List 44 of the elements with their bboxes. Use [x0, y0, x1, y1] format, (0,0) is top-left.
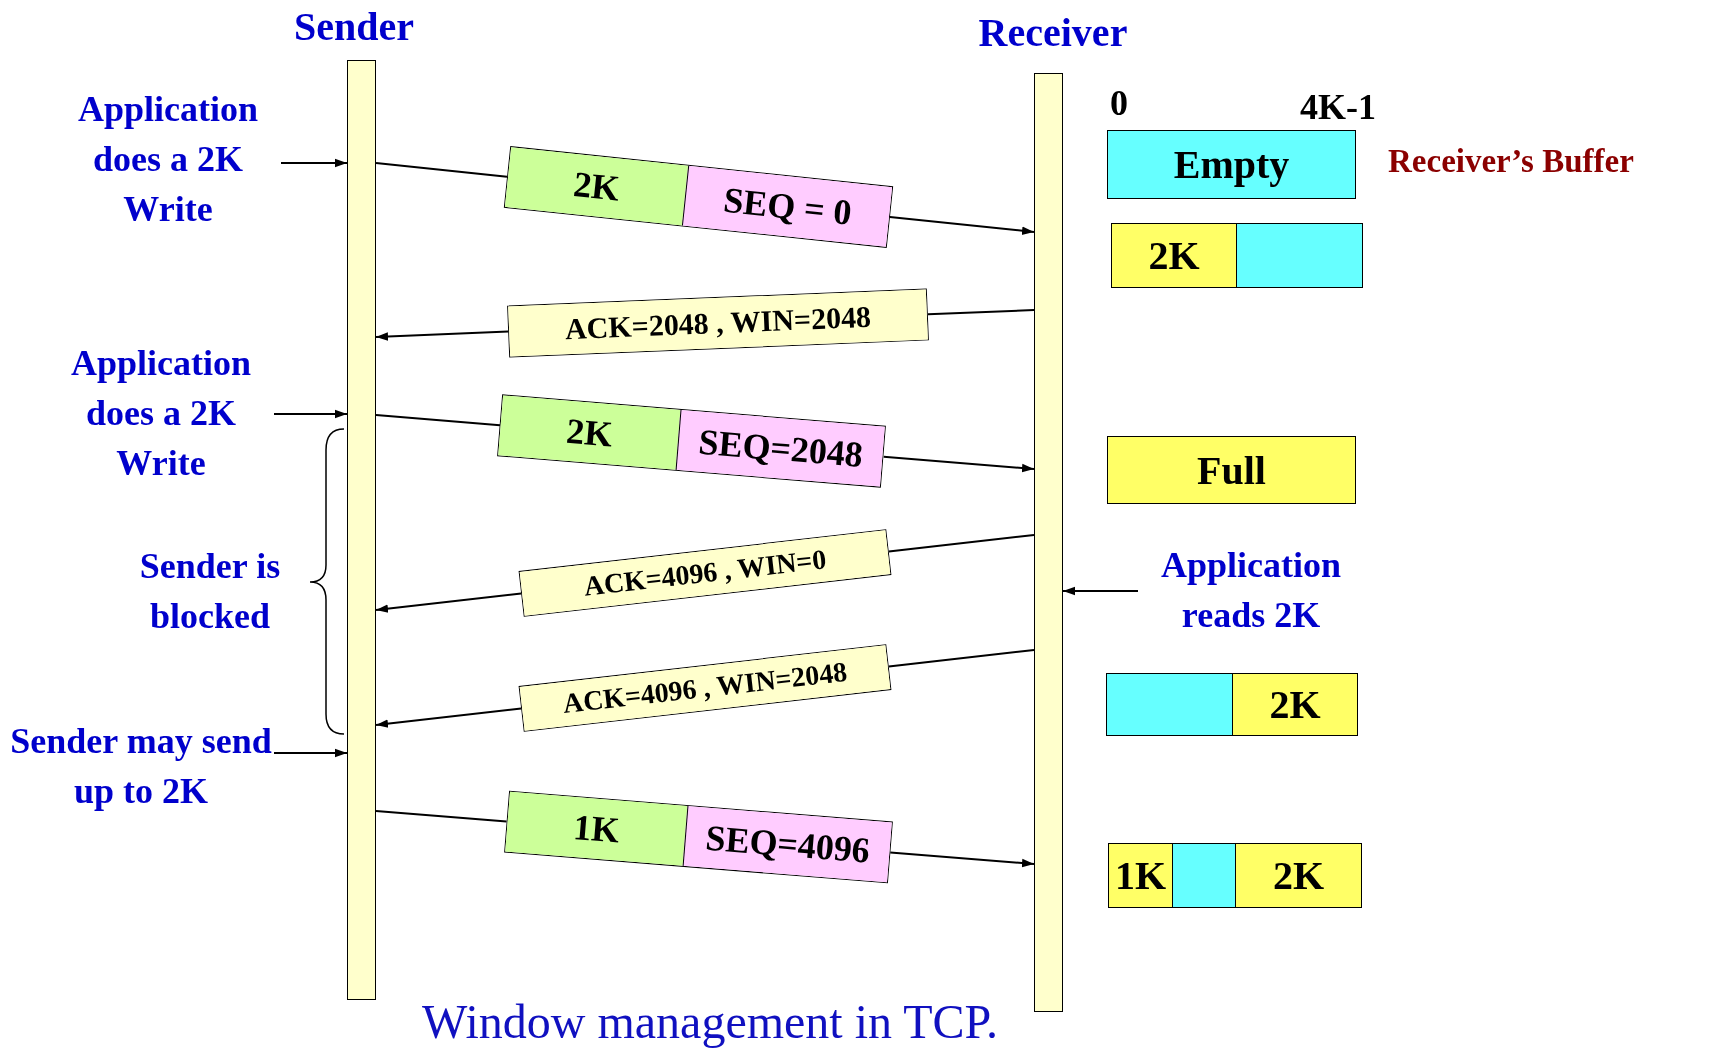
- arrow: [1062, 586, 1139, 596]
- message-line: [887, 649, 1035, 668]
- buffer-segment: 2K: [1111, 223, 1237, 288]
- buffer-offset: 4K-1: [1300, 86, 1376, 128]
- arrow: [375, 330, 510, 341]
- segment-box: [503, 145, 894, 248]
- arrow: [273, 748, 348, 758]
- message-line: [375, 414, 501, 427]
- buffer-segment: 1K: [1108, 843, 1173, 908]
- message-line: [887, 534, 1035, 553]
- arrow: [882, 455, 1035, 473]
- segment-box: [497, 394, 887, 488]
- arrow: [375, 592, 523, 613]
- segment-header: ACK=4096 , WIN=2048: [519, 644, 891, 731]
- annotation-text: Application does a 2K Write: [50, 338, 272, 488]
- message-line: [927, 309, 1035, 316]
- segment-box: [504, 790, 893, 884]
- segment-header: SEQ=2048: [676, 409, 886, 487]
- arrow: [375, 707, 523, 728]
- segment-header: ACK=4096 , WIN=0: [519, 529, 891, 616]
- annotation-text: Sender is blocked: [138, 545, 282, 638]
- data-size: 2K: [498, 395, 681, 470]
- segment-header: SEQ=4096: [682, 806, 892, 883]
- buffer-segment: Full: [1107, 436, 1356, 504]
- empty-buffer-segment: [1172, 843, 1236, 908]
- caption: Window management in TCP.: [421, 996, 999, 1048]
- buffer-segment: Empty: [1107, 130, 1356, 199]
- lifeline-title: Sender: [293, 4, 415, 50]
- buffer-segment: 2K: [1235, 843, 1362, 908]
- buffer-segment: 2K: [1232, 673, 1358, 736]
- message-line: [375, 810, 508, 823]
- segment-header: ACK=2048 , WIN=2048: [508, 289, 928, 357]
- buffer-offset: 0: [1110, 82, 1128, 124]
- arrow: [280, 158, 348, 168]
- data-size: 2K: [504, 147, 689, 226]
- lifeline-title: Receiver: [977, 10, 1129, 56]
- arrow: [273, 409, 348, 419]
- annotation-text: Sender may send up to 2K: [10, 716, 272, 816]
- annotation-text: Application reads 2K: [1140, 540, 1362, 640]
- annotation-text: Application does a 2K Write: [57, 84, 279, 234]
- data-size: 1K: [505, 791, 688, 866]
- segment-header: SEQ = 0: [681, 165, 892, 247]
- message-line: [375, 162, 508, 178]
- buffer-title: Receiver’s Buffer: [1388, 143, 1634, 180]
